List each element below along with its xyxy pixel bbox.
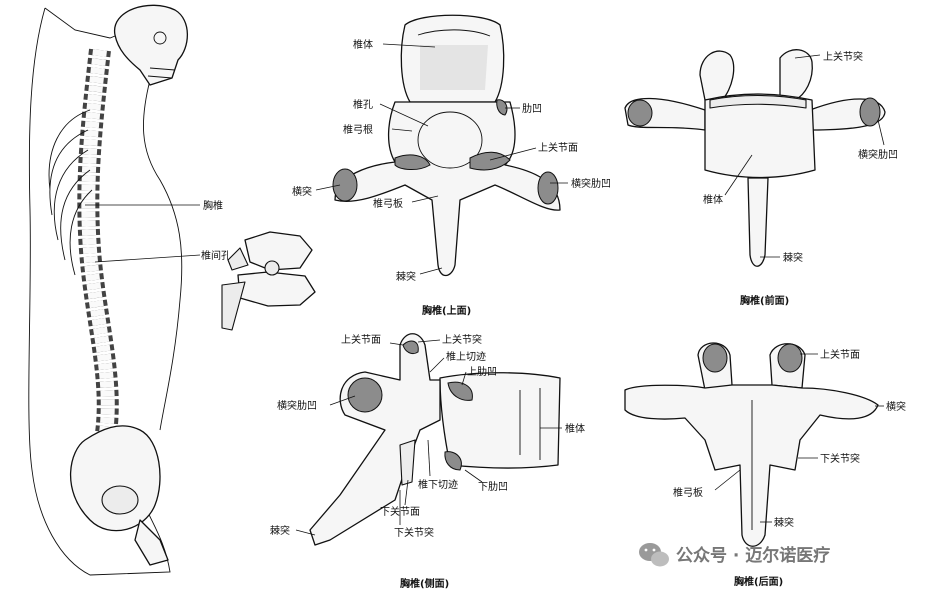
spine-column <box>77 48 119 442</box>
label-intervertebral-foramen: 椎间孔 <box>201 249 231 262</box>
caption-anterior-view: 胸椎(前面) <box>740 294 789 307</box>
caption-lateral-view: 胸椎(侧面) <box>400 577 449 590</box>
label-transverse-costal-fovea-top: 横突肋凹 <box>571 177 611 190</box>
vertebra-superior-view <box>332 14 561 277</box>
label-superior-costal-fovea: 上肋凹 <box>467 365 497 378</box>
intervertebral-foramen-leader <box>94 254 201 263</box>
label-body-front: 椎体 <box>703 193 723 206</box>
label-transverse-process-top: 横突 <box>292 185 312 198</box>
vertebra-pair-illustration <box>221 231 316 331</box>
vertebra-posterior-view <box>624 342 879 547</box>
label-costal-fovea: 肋凹 <box>522 102 542 115</box>
vertebra-anterior-view <box>624 49 886 267</box>
label-inferior-articular-process-back: 下关节突 <box>820 452 860 465</box>
label-transverse-process-back: 横突 <box>886 400 906 413</box>
label-inferior-costal-fovea: 下肋凹 <box>478 480 508 493</box>
label-spinous-process-front: 棘突 <box>783 251 803 264</box>
watermark-text: 公众号 · 迈尔诺医疗 <box>676 545 830 566</box>
label-inferior-vertebral-notch: 椎下切迹 <box>418 478 458 491</box>
label-superior-articular-surface-top: 上关节面 <box>538 141 578 154</box>
label-inferior-articular-process-side: 下关节突 <box>394 526 434 539</box>
label-superior-articular-surface-side: 上关节面 <box>341 333 381 346</box>
vertebra-lateral-view <box>309 333 561 546</box>
label-lamina-back: 椎弓板 <box>673 486 703 499</box>
label-body-superior: 椎体 <box>353 38 373 51</box>
label-transverse-costal-fovea-side: 横突肋凹 <box>277 399 317 412</box>
watermark: 公众号 · 迈尔诺医疗 <box>639 543 830 567</box>
label-transverse-costal-fovea-front: 横突肋凹 <box>858 148 898 161</box>
label-lamina-top: 椎弓板 <box>373 197 403 210</box>
label-spinous-process-side: 棘突 <box>270 524 290 537</box>
label-pedicle: 椎弓根 <box>343 123 373 136</box>
label-superior-articular-process-front: 上关节突 <box>823 50 863 63</box>
label-superior-vertebral-notch: 椎上切迹 <box>446 350 486 363</box>
label-body-side: 椎体 <box>565 422 585 435</box>
label-superior-articular-surface-back: 上关节面 <box>820 348 860 361</box>
label-spinous-process-back: 棘突 <box>774 516 794 529</box>
wechat-icon <box>639 543 669 567</box>
label-superior-articular-process-side: 上关节突 <box>442 333 482 346</box>
label-spinous-process-top: 棘突 <box>396 270 416 283</box>
label-thoracic-vertebra: 胸椎 <box>203 199 223 212</box>
skeleton-figure <box>28 4 188 576</box>
caption-posterior-view: 胸椎(后面) <box>734 575 783 588</box>
label-vertebral-foramen: 椎孔 <box>353 98 373 111</box>
caption-superior-view: 胸椎(上面) <box>422 304 471 317</box>
